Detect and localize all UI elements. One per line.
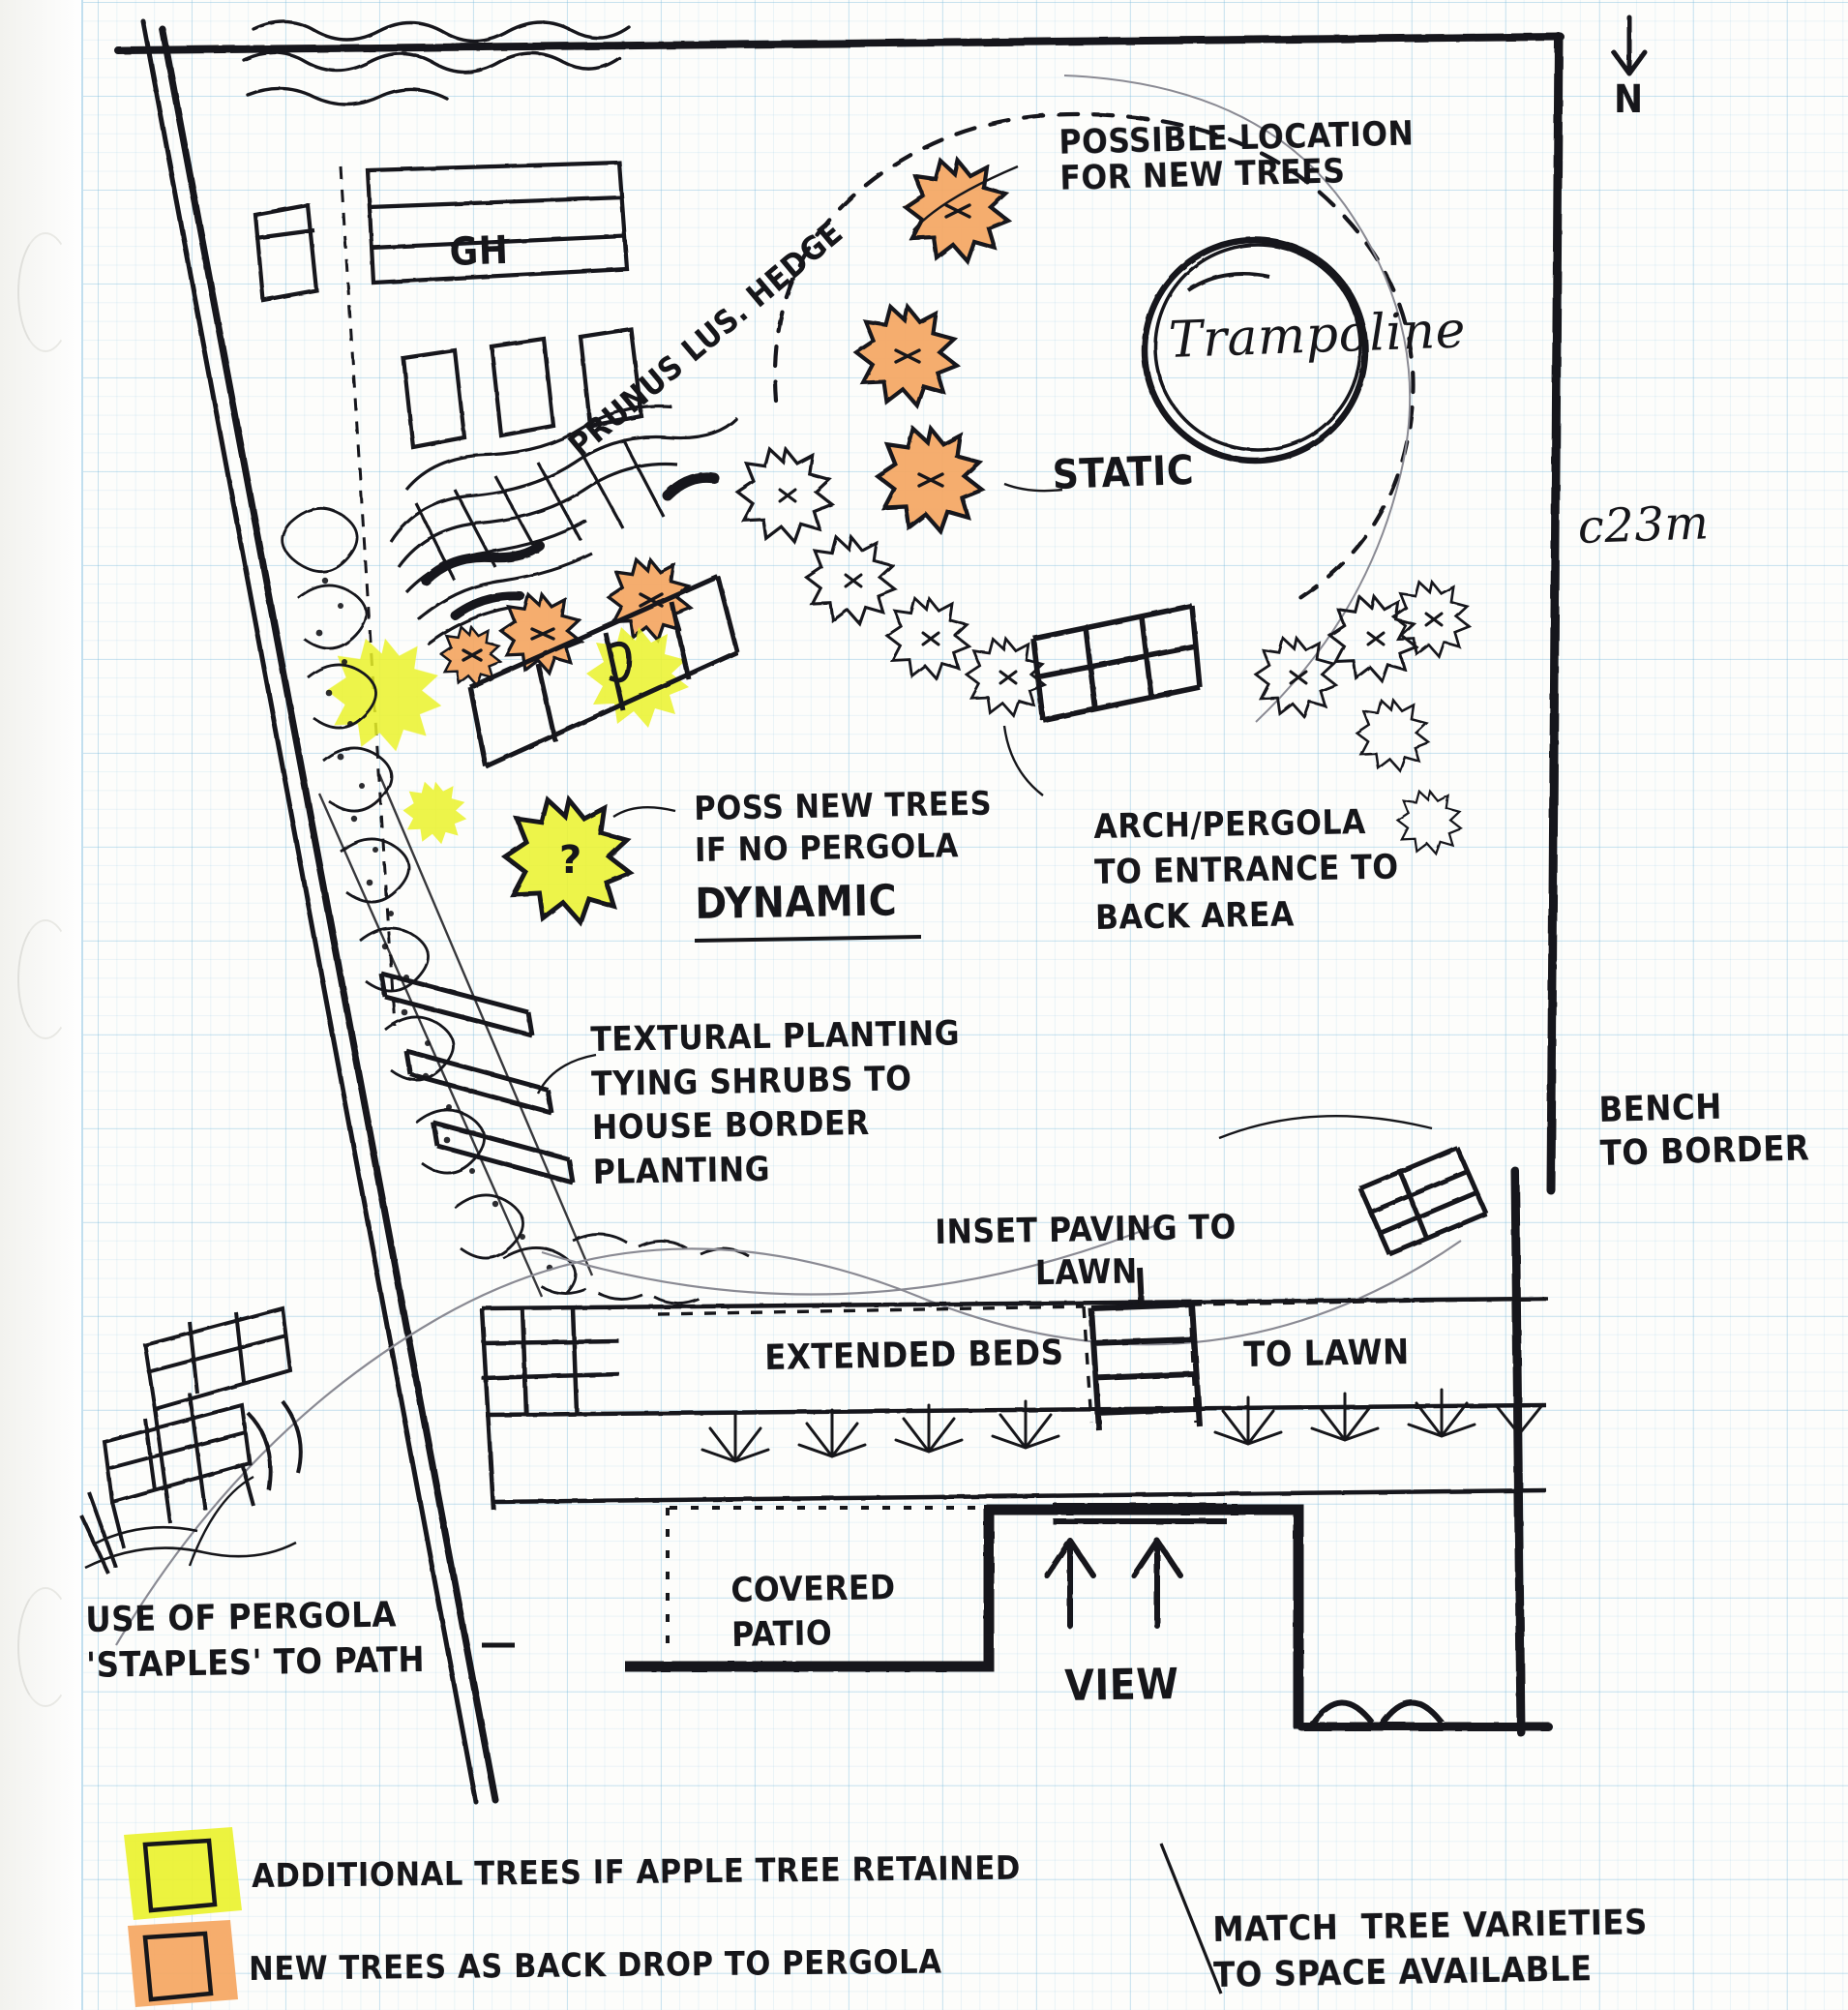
label-greenhouse: GH [448,227,510,275]
label-pergola-staples: USE OF PERGOLA 'STAPLES' TO PATH [85,1595,426,1686]
label-poss-new-trees-if-no-pergola: POSS NEW TREES IF NO PERGOLA [694,784,993,870]
legend-label-1: NEW TREES AS BACK DROP TO PERGOLA [248,1942,942,1989]
label-possible-new-trees: POSSIBLE LOCATION FOR NEW TREES [1058,114,1415,198]
label-to-lawn: TO LAWN [1242,1333,1410,1375]
label-dynamic: DYNAMIC [694,876,898,929]
label-static: STATIC [1051,445,1195,498]
yellow-tree-group: ? [326,627,689,922]
label-inset-paving: INSET PAVING TO LAWN [935,1208,1237,1293]
label-trampoline: Trampoline [1167,301,1467,370]
label-extended-beds: EXTENDED BEDS [763,1333,1064,1378]
compass-label: N [1614,77,1644,122]
label-textural-planting: TEXTURAL PLANTING TYING SHRUBS TO HOUSE … [590,1014,961,1192]
orange-tree-group [439,158,1011,687]
label-covered-patio: COVERED PATIO [730,1569,896,1655]
label-view: VIEW [1063,1659,1179,1711]
label-boundary-length: c23m [1576,495,1711,555]
punch-hole-top [17,232,74,352]
label-bench-to-border: BENCH TO BORDER [1598,1087,1810,1174]
note-match-tree-varieties: MATCH TREE VARIETIES TO SPACE AVAILABLE [1212,1903,1649,1995]
punch-hole-mid [17,919,74,1039]
label-arch-pergola: ARCH/PERGOLA TO ENTRANCE TO BACK AREA [1093,803,1399,938]
legend-label-0: ADDITIONAL TREES IF APPLE TREE RETAINED [251,1848,1022,1896]
legend-swatches [124,1827,242,2007]
svg-text:?: ? [559,838,581,883]
punch-hole-bottom [17,1587,74,1707]
